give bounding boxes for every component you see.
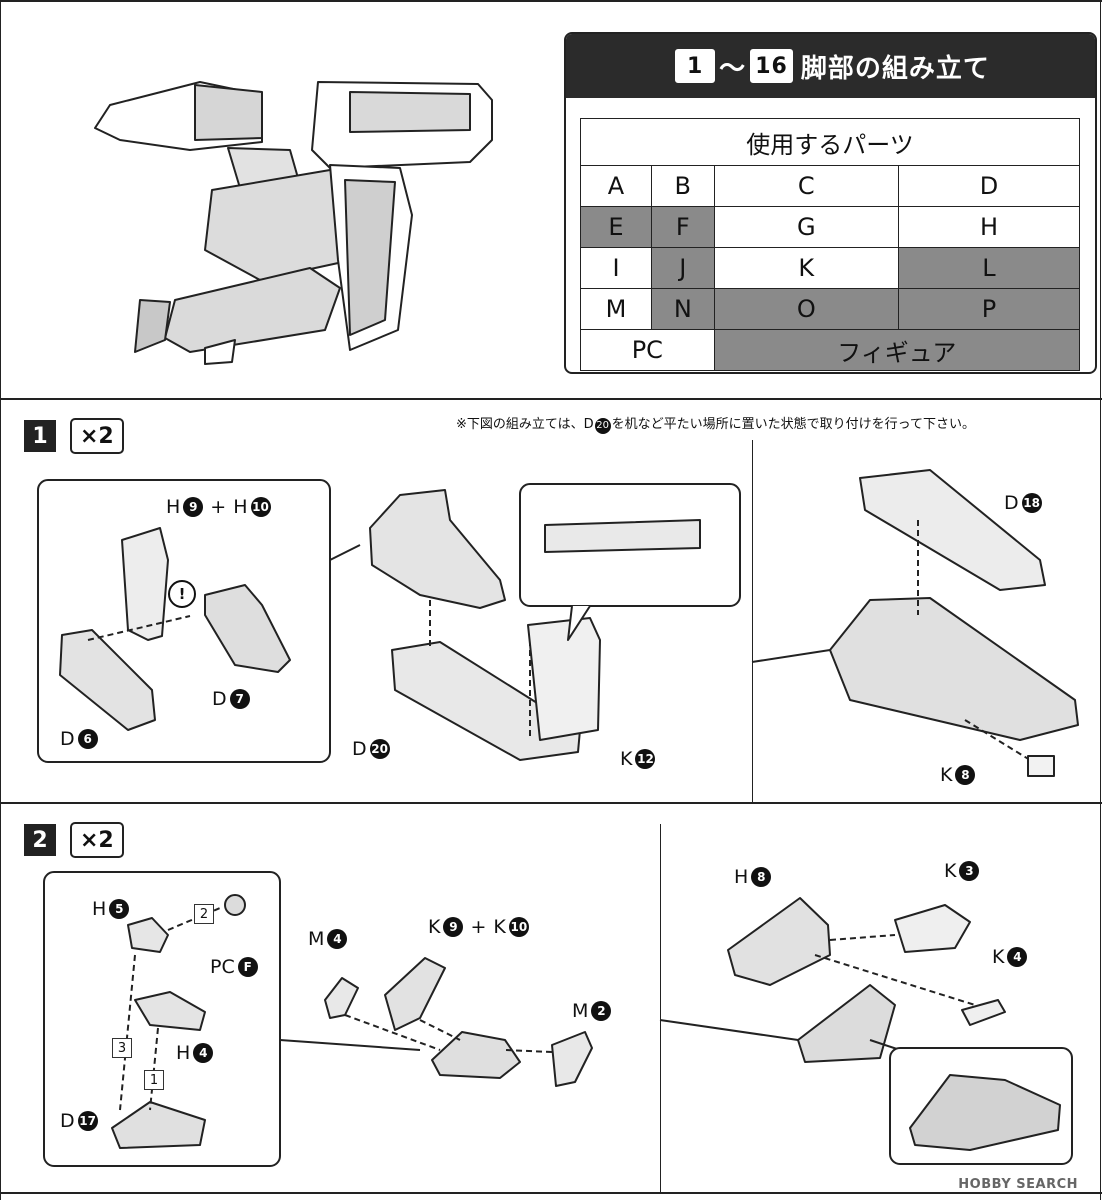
parts-table-cell: M [580,288,652,330]
sequence-3: 3 [112,1038,132,1058]
divider-step1 [0,802,1102,804]
divider-header [0,398,1102,400]
watermark-logo: HOBBY SEARCH [958,1177,1078,1192]
step-range-tilde: ～ [719,53,747,84]
divider-step1-vertical [752,440,753,802]
parts-table-cell: K [713,247,899,289]
step1-note-circle: 20 [594,417,611,434]
step1-middle-parts [369,489,601,761]
parts-table-heading: 使用するパーツ [580,118,1080,166]
divider-bottom [0,1192,1102,1194]
parts-table-cell: D [897,165,1081,207]
divider-step2-vertical [660,824,661,1192]
step2-middle-parts [324,957,593,1087]
divider-left [0,0,1,1200]
parts-table-cell: PC [580,329,715,371]
parts-table-cell: フィギュア [713,329,1081,371]
parts-table-cell: P [897,288,1081,330]
step-range-start: 1 [675,49,716,83]
section-title-bar: 1 ～ 16 脚部の組み立て [566,34,1095,98]
parts-table-cell: C [713,165,899,207]
step2-right-parts [659,897,1073,1165]
step2-number: 2 [24,824,56,856]
sequence-1: 1 [144,1070,164,1090]
parts-table-cell: F [650,206,715,248]
parts-table-cell: J [650,247,715,289]
sequence-2: 2 [194,904,214,924]
step2-multiplier: ×2 [70,822,124,858]
parts-table-cell: O [713,288,899,330]
parts-table-cell: L [897,247,1081,289]
parts-table-cell: H [897,206,1081,248]
step1-note-pre: ※下図の組み立ては、D [456,417,594,432]
step1-callout-parts [59,527,291,731]
parts-table-cell: N [650,288,715,330]
step1-note-post: を机など平たい場所に置いた状態で取り付けを行って下さい。 [611,417,976,432]
section-title: 脚部の組み立て [800,53,990,84]
divider-right [1100,0,1101,1200]
parts-table-cell: B [650,165,715,207]
step1-right-parts [751,469,1079,777]
leg-overview-illustration [94,81,493,365]
divider-top [0,0,1102,2]
step1-number: 1 [24,420,56,452]
parts-table-cell: G [713,206,899,248]
step2-callout-parts [111,894,246,1149]
parts-table-cell: E [580,206,652,248]
parts-table-cell: I [580,247,652,289]
parts-table-cell: A [580,165,652,207]
warning-icon: ! [168,580,196,608]
step1-multiplier: ×2 [70,418,124,454]
callout-box-step1-left [37,479,331,763]
step-range-end: 16 [750,49,793,83]
